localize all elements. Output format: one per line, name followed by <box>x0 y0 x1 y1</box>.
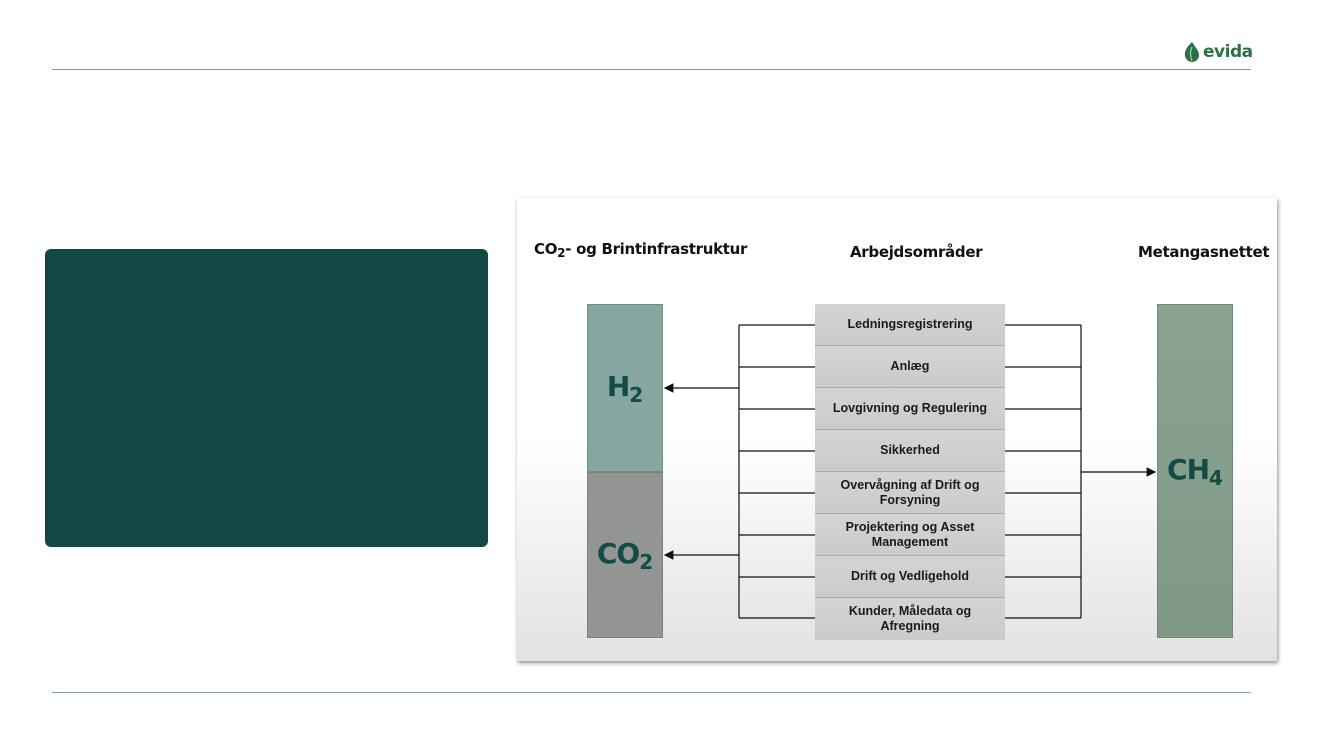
left-header-sub: 2 <box>557 246 566 260</box>
left-header-co: CO <box>534 240 558 258</box>
logo-wordmark: evida <box>1203 42 1253 62</box>
work-area-item: Lovgivning og Regulering <box>815 388 1005 430</box>
work-area-item: Kunder, Måledata og Afregning <box>815 598 1005 640</box>
top-rule <box>52 69 1251 70</box>
leaf-icon <box>1184 42 1199 62</box>
right-column-header: Metangasnettet <box>1138 243 1270 261</box>
h2-box: H2 <box>587 304 663 472</box>
left-column-header: CO2- og Brintinfrastruktur <box>534 240 747 260</box>
h2-label: H2 <box>606 369 644 407</box>
work-area-item: Ledningsregistrering <box>815 304 1005 346</box>
evida-logo: evida <box>1183 40 1253 64</box>
co2-box: CO2 <box>587 472 663 638</box>
work-area-item: Projektering og Asset Management <box>815 514 1005 556</box>
work-area-item: Overvågning af Drift og Forsyning <box>815 472 1005 514</box>
center-column-header: Arbejdsområder <box>850 243 983 261</box>
co2-label: CO2 <box>596 536 654 574</box>
bottom-rule <box>52 692 1251 693</box>
work-area-item: Sikkerhed <box>815 430 1005 472</box>
work-area-item: Drift og Vedligehold <box>815 556 1005 598</box>
work-area-item: Anlæg <box>815 346 1005 388</box>
connector-lines <box>663 324 1157 619</box>
infrastructure-diagram: CO2- og Brintinfrastruktur Arbejdsområde… <box>517 198 1277 661</box>
ch4-label: CH4 <box>1167 452 1223 490</box>
ch4-box: CH4 <box>1157 304 1233 638</box>
left-header-rest: - og Brintinfrastruktur <box>565 240 748 258</box>
content-panel <box>45 249 488 547</box>
